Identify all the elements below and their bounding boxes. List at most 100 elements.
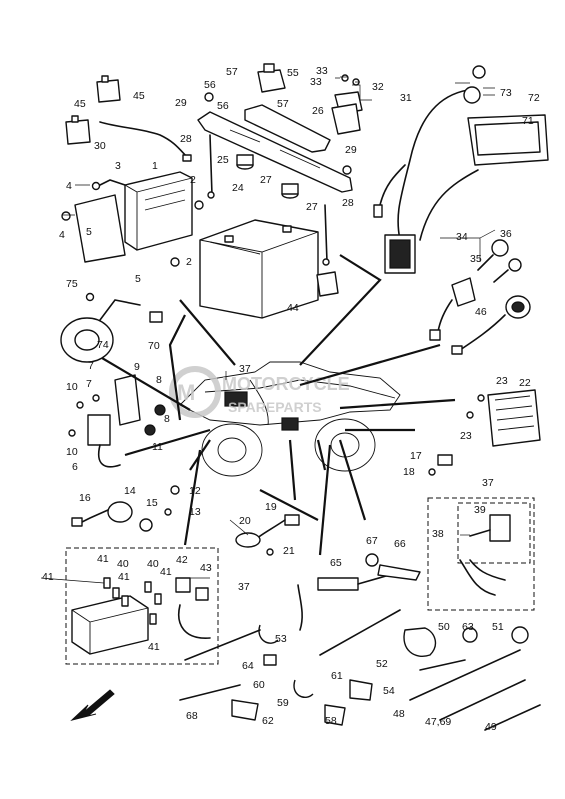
damper-27-left bbox=[236, 154, 254, 170]
relay-42 bbox=[175, 577, 211, 639]
rod-28-left bbox=[207, 134, 215, 199]
label-37c: 37 bbox=[238, 581, 250, 593]
label-7a: 7 bbox=[88, 360, 94, 372]
battery-24 bbox=[199, 219, 319, 319]
label-18: 18 bbox=[403, 466, 415, 478]
label-58: 58 bbox=[325, 715, 337, 727]
label-62: 62 bbox=[262, 715, 274, 727]
label-5a: 5 bbox=[86, 226, 92, 238]
clamps-bottom bbox=[231, 624, 529, 726]
label-49: 49 bbox=[485, 721, 497, 733]
label-23a: 23 bbox=[496, 375, 508, 387]
label-8b: 8 bbox=[164, 413, 170, 425]
grommet-67 bbox=[365, 553, 379, 567]
label-66: 66 bbox=[394, 538, 406, 550]
meter-harness bbox=[373, 89, 479, 274]
label-9: 9 bbox=[134, 361, 140, 373]
label-51: 51 bbox=[492, 621, 504, 633]
label-40a: 40 bbox=[117, 558, 129, 570]
label-41d: 41 bbox=[160, 566, 172, 578]
label-41e: 41 bbox=[148, 641, 160, 653]
label-50: 50 bbox=[438, 621, 450, 633]
key-36 bbox=[477, 239, 522, 283]
label-36: 36 bbox=[500, 228, 512, 240]
bracket-66 bbox=[377, 564, 421, 581]
bolt-4-top bbox=[91, 181, 101, 191]
label-24: 24 bbox=[232, 182, 244, 194]
horn-74 bbox=[60, 299, 163, 363]
label-56b: 56 bbox=[217, 100, 229, 112]
nut-29-top bbox=[204, 92, 214, 102]
label-61: 61 bbox=[331, 670, 343, 682]
label-75: 75 bbox=[66, 278, 78, 290]
ecu-bracket bbox=[74, 179, 126, 263]
label-27a: 27 bbox=[260, 174, 272, 186]
label-48: 48 bbox=[393, 708, 405, 720]
ecu-1 bbox=[124, 171, 193, 251]
label-41c: 41 bbox=[118, 571, 130, 583]
nut-2-bottom bbox=[170, 257, 180, 267]
wire-harness-30 bbox=[99, 121, 192, 162]
label-15: 15 bbox=[146, 497, 158, 509]
label-34: 34 bbox=[456, 231, 468, 243]
label-60: 60 bbox=[253, 679, 265, 691]
watermark-line2: SPAREPARTS bbox=[228, 399, 322, 415]
label-40b: 40 bbox=[147, 558, 159, 570]
label-14: 14 bbox=[124, 485, 136, 497]
rod-28-right bbox=[322, 204, 330, 266]
label-52: 52 bbox=[376, 658, 388, 670]
dc-socket-46 bbox=[451, 295, 531, 355]
label-26: 26 bbox=[312, 105, 324, 117]
label-6: 6 bbox=[72, 461, 78, 473]
label-27b: 27 bbox=[306, 201, 318, 213]
label-57b: 57 bbox=[277, 98, 289, 110]
label-28a: 28 bbox=[180, 133, 192, 145]
part-labels: 57 55 33 33 32 31 73 72 45 56 29 56 57 2… bbox=[42, 65, 540, 733]
coil-bracket-9 bbox=[114, 374, 166, 436]
label-30: 30 bbox=[94, 140, 106, 152]
watermark: M MOTORCYCLE SPAREPARTS bbox=[169, 366, 350, 418]
damper-27-right bbox=[281, 183, 299, 199]
label-8a: 8 bbox=[156, 374, 162, 386]
label-3: 3 bbox=[115, 160, 121, 172]
label-7b: 7 bbox=[86, 378, 92, 390]
label-44: 44 bbox=[287, 302, 299, 314]
label-4b: 4 bbox=[59, 229, 65, 241]
label-33b: 33 bbox=[310, 76, 322, 88]
label-37b: 37 bbox=[482, 477, 494, 489]
label-10b: 10 bbox=[66, 446, 78, 458]
label-12: 12 bbox=[189, 485, 201, 497]
nut-2-top bbox=[194, 200, 204, 210]
label-45a: 45 bbox=[133, 90, 145, 102]
fuse-box-group bbox=[65, 547, 219, 665]
label-38: 38 bbox=[432, 528, 444, 540]
relay-32 bbox=[331, 74, 363, 135]
bolt-4-bottom bbox=[61, 211, 71, 221]
label-56a: 56 bbox=[204, 79, 216, 91]
label-10a: 10 bbox=[66, 381, 78, 393]
label-59: 59 bbox=[277, 697, 289, 709]
bolt-23-top bbox=[477, 394, 485, 402]
label-23b: 23 bbox=[460, 430, 472, 442]
label-74: 74 bbox=[97, 339, 109, 351]
label-31: 31 bbox=[400, 92, 412, 104]
label-43: 43 bbox=[200, 562, 212, 574]
label-29a: 29 bbox=[175, 97, 187, 109]
label-72: 72 bbox=[528, 92, 540, 104]
bolt-75 bbox=[85, 292, 95, 302]
relay-44 bbox=[316, 271, 339, 297]
sensor-17 bbox=[428, 454, 453, 476]
label-46: 46 bbox=[475, 306, 487, 318]
relay-39 bbox=[469, 514, 511, 542]
fuse-box-body bbox=[71, 595, 149, 655]
relay-45-top bbox=[96, 75, 121, 103]
label-21: 21 bbox=[283, 545, 295, 557]
label-28b: 28 bbox=[342, 197, 354, 209]
label-4a: 4 bbox=[66, 180, 72, 192]
rectifier-22 bbox=[487, 389, 541, 447]
label-53: 53 bbox=[275, 633, 287, 645]
label-39: 39 bbox=[474, 504, 486, 516]
throttle-cable-65 bbox=[297, 571, 401, 631]
direction-arrow-icon bbox=[70, 689, 115, 721]
cable-ties bbox=[179, 609, 541, 731]
